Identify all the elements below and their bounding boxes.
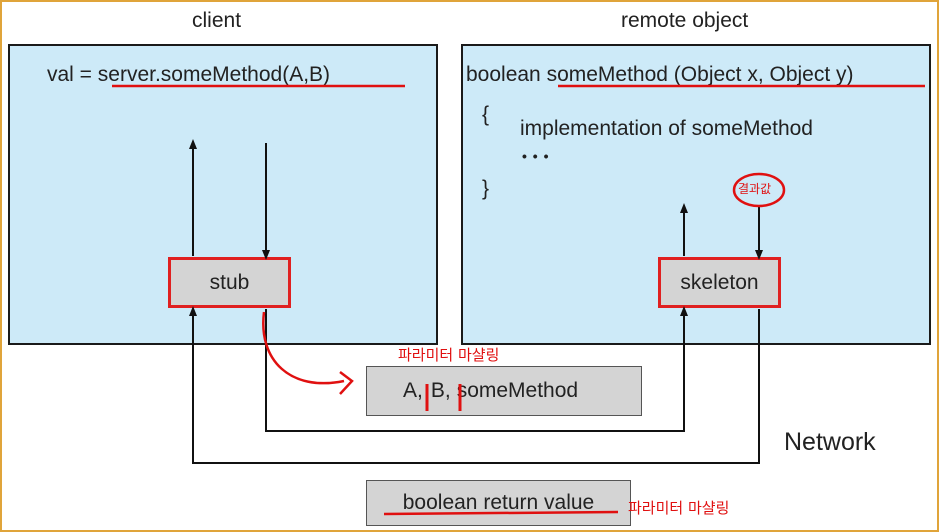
return-value-box: boolean return value	[366, 480, 631, 526]
remote-ellipsis: • • •	[522, 148, 550, 164]
message-param-b: B,	[430, 379, 451, 402]
request-path-arrow	[265, 306, 688, 432]
remote-method-signature: someMethod (Object x, Object y)	[546, 63, 854, 86]
client-header: client	[192, 9, 242, 32]
marshalling-curve-arrowhead	[339, 371, 354, 395]
network-label: Network	[784, 428, 876, 456]
marshalling-note-top: 파라미터 마샬링	[398, 346, 500, 364]
client-call-prefix: val =	[47, 63, 98, 86]
return-value-underline	[383, 510, 619, 516]
client-call-line: val = server.someMethod(A,B)	[47, 63, 330, 87]
message-box: A, B,someMethod	[366, 366, 642, 416]
remote-object-header: remote object	[621, 9, 749, 32]
remote-method-body: implementation of someMethod	[520, 117, 813, 140]
result-value-note: 결과값	[738, 182, 772, 196]
remote-signature-line: boolean someMethod (Object x, Object y)	[466, 63, 854, 87]
remote-close-brace: }	[482, 177, 490, 200]
message-param-a: A,	[403, 379, 423, 402]
result-value-circle	[732, 172, 786, 208]
response-path-arrow	[189, 306, 760, 464]
marshalling-note-bottom: 파라미터 마샬링	[628, 499, 730, 517]
remote-open-brace: {	[482, 103, 490, 126]
stub-box: stub	[168, 257, 291, 308]
client-call-expression: server.someMethod(A,B)	[97, 63, 331, 86]
skeleton-box: skeleton	[658, 257, 781, 308]
remote-return-type: boolean	[466, 63, 547, 86]
message-method-name: someMethod	[456, 379, 579, 402]
marshalling-curve-arrow	[262, 311, 345, 385]
